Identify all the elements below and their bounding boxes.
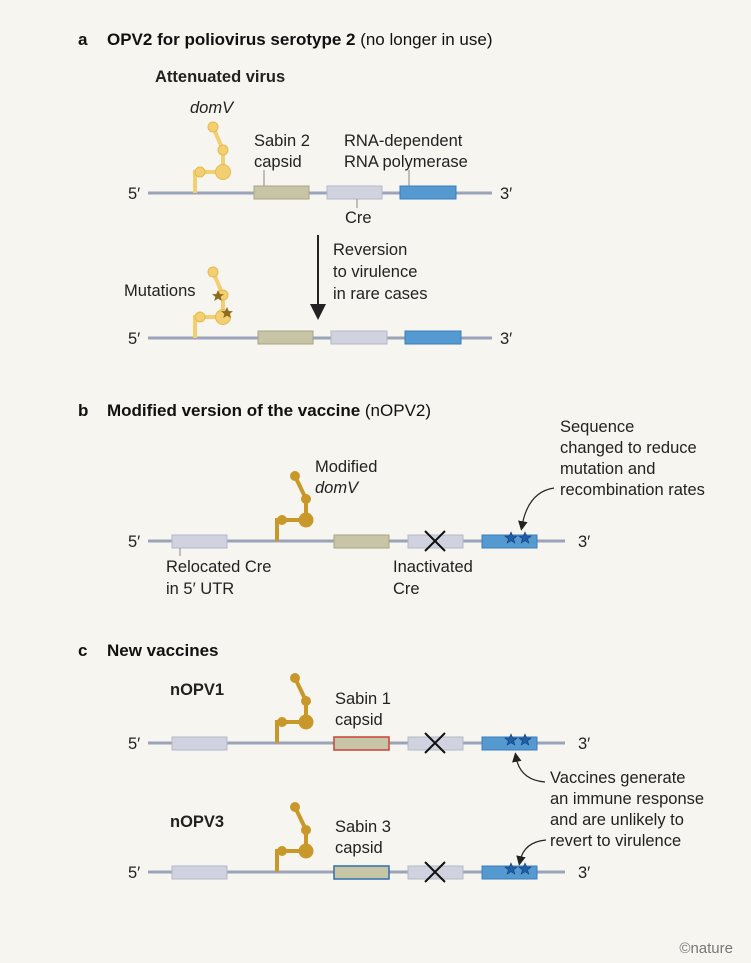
sabin1-capsid-box bbox=[333, 736, 390, 751]
attenuated-virus-label: Attenuated virus bbox=[155, 68, 285, 86]
nopv1-label: nOPV1 bbox=[170, 681, 224, 699]
mutated-domv-stem-loop bbox=[193, 265, 233, 340]
three-prime-label: 3′ bbox=[578, 735, 590, 753]
mutation-star-icon bbox=[212, 290, 224, 301]
polymerase-gene-box bbox=[399, 185, 457, 200]
modified-domv-stem-loop bbox=[275, 671, 316, 745]
capsid-gene-box bbox=[253, 185, 310, 200]
capsid-gene-box bbox=[333, 534, 390, 549]
three-prime-label: 3′ bbox=[578, 864, 590, 882]
panel-b: b Modified version of the vaccine (nOPV2… bbox=[78, 401, 705, 598]
panel-a-title: OPV2 for poliovirus serotype 2 (no longe… bbox=[107, 30, 493, 49]
mutation-star-icon bbox=[221, 307, 233, 318]
modified-domv-stem-loop bbox=[275, 800, 316, 874]
nopv3-label: nOPV3 bbox=[170, 813, 224, 831]
three-prime-label: 3′ bbox=[500, 185, 512, 203]
panel-a: a OPV2 for poliovirus serotype 2 (no lon… bbox=[78, 30, 512, 348]
cre-box bbox=[330, 330, 388, 345]
five-prime-label: 5′ bbox=[128, 533, 140, 551]
capsid-gene-box bbox=[257, 330, 314, 345]
three-prime-label: 3′ bbox=[500, 330, 512, 348]
five-prime-label: 5′ bbox=[128, 735, 140, 753]
pointer-arrow bbox=[516, 839, 547, 866]
panel-c-letter: c bbox=[78, 641, 87, 660]
five-prime-label: 5′ bbox=[128, 185, 140, 203]
sabin3-capsid-box bbox=[333, 865, 390, 880]
five-prime-label: 5′ bbox=[128, 330, 140, 348]
modified-domv-stem-loop bbox=[275, 469, 316, 543]
cre-box bbox=[326, 185, 383, 200]
relocated-cre-box bbox=[171, 865, 228, 880]
pointer-arrow bbox=[512, 752, 546, 783]
domv-stem-loop bbox=[193, 120, 233, 195]
panel-c-title: New vaccines bbox=[107, 641, 219, 660]
mutations-label: Mutations bbox=[124, 282, 196, 300]
nature-credit: ©nature bbox=[679, 940, 733, 957]
five-prime-label: 5′ bbox=[128, 864, 140, 882]
polymerase-gene-box bbox=[404, 330, 462, 345]
pointer-arrow bbox=[518, 487, 555, 531]
panel-b-letter: b bbox=[78, 401, 88, 420]
relocated-cre-box bbox=[171, 534, 228, 549]
panel-b-title: Modified version of the vaccine (nOPV2) bbox=[107, 401, 431, 420]
relocated-cre-box bbox=[171, 736, 228, 751]
cre-label: Cre bbox=[345, 209, 372, 227]
domv-label: domV bbox=[190, 99, 235, 117]
panel-a-letter: a bbox=[78, 30, 88, 49]
three-prime-label: 3′ bbox=[578, 533, 590, 551]
